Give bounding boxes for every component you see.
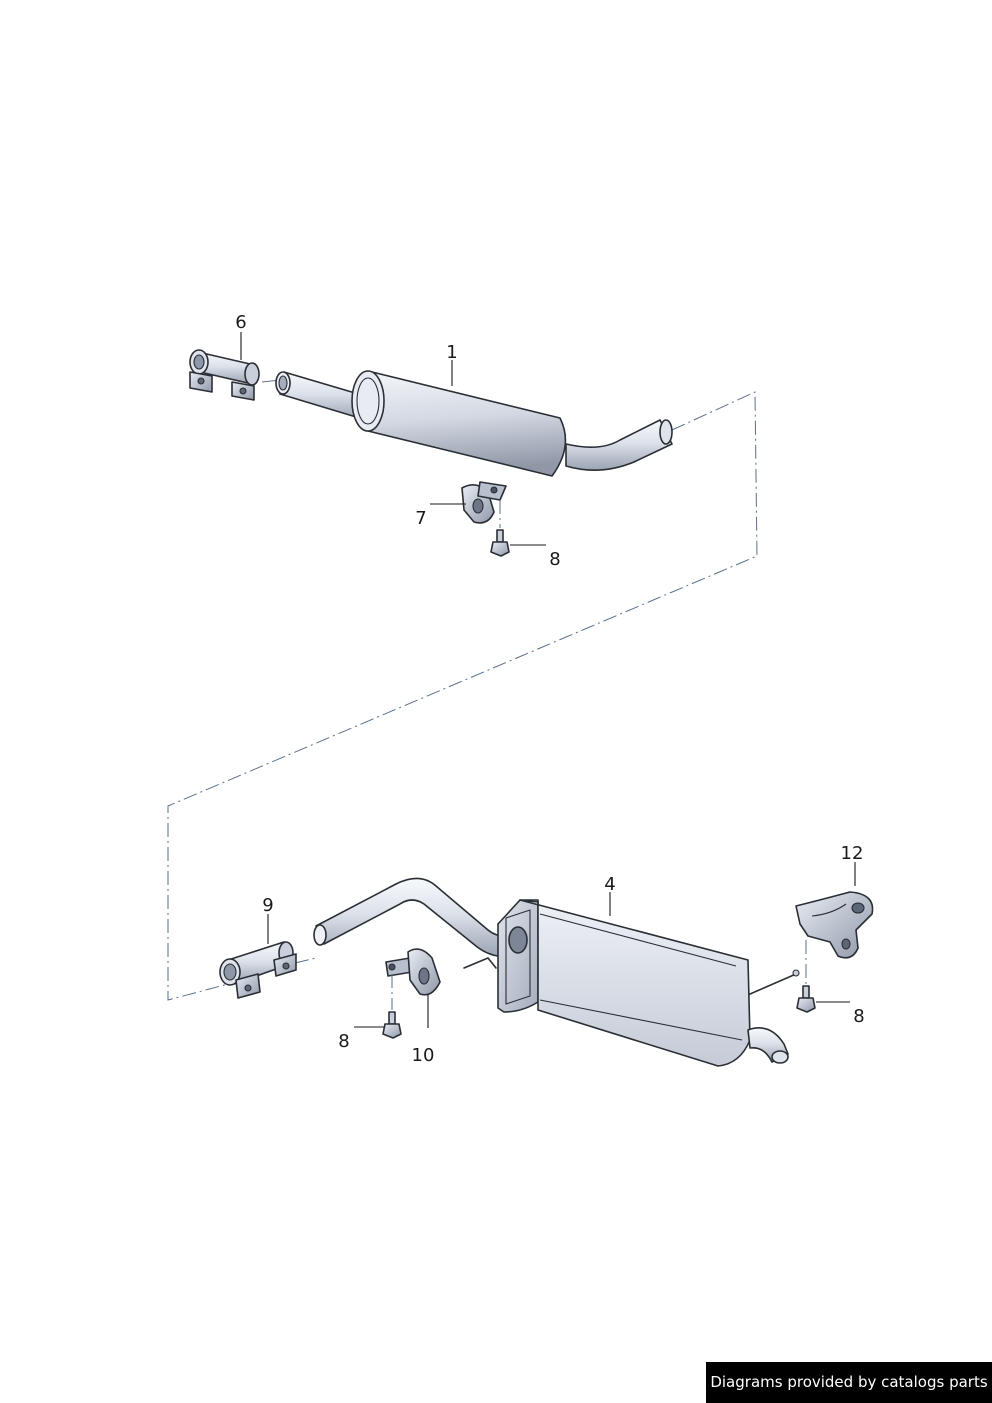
callout-part-12: 12 (841, 843, 864, 864)
leader-lines (240, 332, 856, 1028)
callout-part-8-bottom-right: 8 (853, 1006, 864, 1027)
clamp-part-6[interactable] (189, 349, 260, 401)
callout-part-4: 4 (604, 874, 615, 895)
callout-part-1: 1 (446, 342, 457, 363)
rear-muffler-part-4[interactable] (313, 877, 800, 1067)
bolt-part-8-bottom-right[interactable] (796, 940, 816, 1013)
bolt-part-8-bottom-left[interactable] (382, 974, 402, 1039)
clamp-part-9[interactable] (219, 941, 297, 999)
callout-part-10: 10 (412, 1045, 435, 1066)
front-muffler-part-1[interactable] (275, 370, 673, 477)
bracket-part-12[interactable] (795, 891, 874, 959)
bolt-part-8-top[interactable] (490, 500, 510, 557)
hanger-part-7[interactable] (461, 481, 507, 524)
credit-text: Diagrams provided by catalogs parts (710, 1373, 988, 1391)
phantom-assembly-line (167, 379, 758, 1001)
callout-part-9: 9 (262, 895, 273, 916)
callout-part-8-top: 8 (549, 549, 560, 570)
hanger-part-10[interactable] (385, 948, 441, 996)
callout-part-6: 6 (235, 312, 246, 333)
credit-banner: Diagrams provided by catalogs parts (706, 1362, 992, 1403)
callout-part-8-bottom-left: 8 (338, 1031, 349, 1052)
callout-part-7: 7 (415, 508, 426, 529)
